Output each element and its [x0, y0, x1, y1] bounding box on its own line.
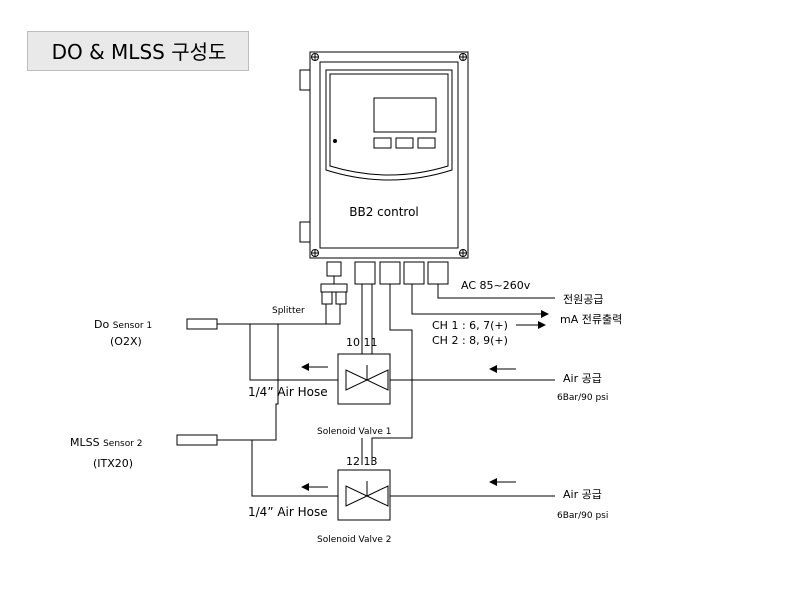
- sensor1-probe: [186, 318, 218, 330]
- solenoid-valve-1: [337, 353, 391, 405]
- power-supply-label: 전원공급: [563, 293, 603, 306]
- output-ch1-label: CH 1 : 6, 7(+): [432, 319, 508, 332]
- valve2-hose-label: 1/4” Air Hose: [248, 505, 328, 519]
- splitter-label: Splitter: [272, 306, 305, 316]
- valve2-name: Solenoid Valve 2: [317, 535, 391, 545]
- flow-arrows: [301, 363, 516, 491]
- ma-output-label: mA 전류출력: [560, 313, 622, 326]
- sensor1-model: (O2X): [110, 335, 142, 348]
- sensor2-probe: [176, 434, 218, 446]
- valve1-terminals: 10 11: [346, 336, 378, 349]
- panel-button-3: [417, 137, 436, 149]
- panel-button-1: [373, 137, 392, 149]
- bb2-controller: [299, 51, 469, 259]
- valve1-name: Solenoid Valve 1: [317, 427, 391, 437]
- valve2-air-hose: [251, 440, 338, 497]
- valve2-air-label: Air 공급: [563, 488, 602, 501]
- hinge-top-left: [299, 69, 311, 91]
- gland-power: [427, 261, 449, 285]
- valve1-hose-label: 1/4” Air Hose: [248, 385, 328, 399]
- title-box: DO & MLSS 구성도: [27, 31, 249, 71]
- gland-splitter: [326, 261, 342, 277]
- solenoid-valve-2: [337, 469, 391, 521]
- page-title: DO & MLSS 구성도: [51, 40, 227, 64]
- valve1-pressure: 6Bar/90 psi: [557, 393, 608, 403]
- sensor1-name: Do Sensor 1: [94, 318, 152, 331]
- sensor2-cable: [217, 304, 341, 441]
- splitter-port-1: [321, 291, 333, 305]
- valve2-terminals: 12 13: [346, 455, 378, 468]
- valve1-air-hose: [249, 324, 338, 381]
- gland-output: [403, 261, 425, 285]
- cable-glands: [320, 261, 449, 305]
- ac-voltage-label: AC 85~260v: [461, 279, 531, 292]
- hinge-bottom-left: [299, 221, 311, 243]
- sensor2-name: MLSS Sensor 2: [70, 436, 143, 449]
- display-screen: [373, 97, 437, 133]
- valve2-pressure: 6Bar/90 psi: [557, 511, 608, 521]
- power-wire: [437, 284, 555, 299]
- gland-valve2: [379, 261, 401, 285]
- status-led: [333, 139, 337, 143]
- gland-valve1: [354, 261, 376, 285]
- splitter-port-2: [335, 291, 347, 305]
- panel-button-2: [395, 137, 414, 149]
- controller-label: BB2 control: [349, 205, 419, 219]
- output-wire: [411, 284, 520, 315]
- splitter-body: [320, 283, 348, 293]
- valve1-air-label: Air 공급: [563, 372, 602, 385]
- valve2-lead-13: [371, 284, 413, 465]
- output-ch2-label: CH 2 : 8, 9(+): [432, 334, 508, 347]
- wiring: [217, 284, 555, 497]
- sensor2-model: (ITX20): [93, 457, 133, 470]
- corner-screws: [311, 53, 467, 257]
